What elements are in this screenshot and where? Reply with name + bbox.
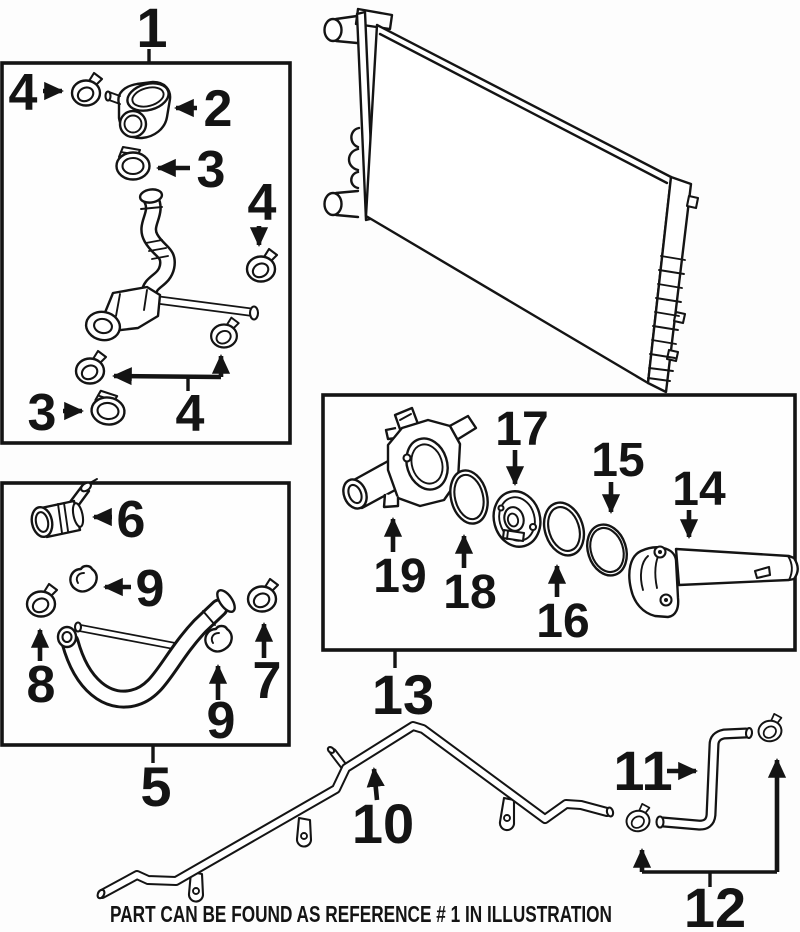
- coolant-pipe-10: 10: [96, 721, 615, 903]
- upper-radiator-hose: [138, 188, 176, 302]
- hose-flange-housing: [84, 285, 260, 342]
- callout-17: 17: [495, 403, 548, 456]
- radiator-lower-port: [323, 191, 343, 217]
- callout-2: 2: [204, 80, 233, 138]
- hose-clamp-12a: [623, 801, 654, 834]
- pipe-mounting-tabs: [187, 796, 516, 903]
- callout-11: 11: [613, 739, 672, 802]
- thermostat-housing-cover-2: [104, 80, 172, 140]
- callout-5: 5: [140, 755, 171, 818]
- quick-connector-6: [30, 478, 98, 539]
- callout-13: 13: [372, 663, 434, 726]
- callout-12: 12: [684, 876, 746, 932]
- callout-9-upper: 9: [136, 560, 165, 618]
- radiator-core: [364, 23, 673, 385]
- callout-4-top-left: 4: [9, 64, 38, 122]
- thermostat-17: [492, 490, 542, 548]
- callout-9-lower: 9: [207, 692, 236, 750]
- callout-3-lower: 3: [28, 384, 57, 442]
- lower-radiator-hose: [56, 588, 236, 709]
- box-1-upper-hose-assembly: 1: [0, 0, 292, 445]
- water-outlet-14: [628, 545, 799, 619]
- callout-15: 15: [591, 434, 644, 487]
- arrow-10: [366, 767, 385, 801]
- arrow-4-bottom-left: [112, 367, 222, 386]
- seal-oring-15: [586, 523, 628, 577]
- radiator-right-tank: [646, 175, 693, 394]
- callout-8: 8: [27, 656, 56, 714]
- box-5-lower-hose-assembly: 5: [0, 478, 291, 818]
- radiator-tank-ribs: [647, 255, 686, 382]
- coolant-hose-11: 11: [613, 726, 754, 831]
- footer-note: PART CAN BE FOUND AS REFERENCE # 1 IN IL…: [110, 901, 612, 927]
- callout-10: 10: [352, 792, 414, 855]
- callout-1: 1: [136, 0, 167, 59]
- callout-18: 18: [443, 566, 496, 619]
- callout-7: 7: [253, 652, 282, 710]
- callout-4-bottom: 4: [176, 385, 205, 443]
- radiator-illustration: [323, 7, 700, 394]
- callout-14: 14: [672, 463, 726, 516]
- box-13-thermostat-assembly: 13: [321, 393, 799, 726]
- seal-oring-16: [542, 501, 586, 557]
- gasket-oring-18: [449, 469, 489, 525]
- hose-clamp-12b: [755, 711, 786, 744]
- hose-clamp-9a: [69, 564, 98, 593]
- callout-19: 19: [373, 550, 426, 603]
- callout-4-right: 4: [248, 174, 277, 232]
- callout-6: 6: [117, 491, 146, 549]
- radiator-upper-port: [323, 17, 343, 43]
- callout-16: 16: [536, 595, 589, 648]
- hose-clamp-9b: [204, 624, 233, 653]
- clamp-pair-12: 12: [623, 711, 787, 932]
- callout-3-upper: 3: [197, 141, 226, 199]
